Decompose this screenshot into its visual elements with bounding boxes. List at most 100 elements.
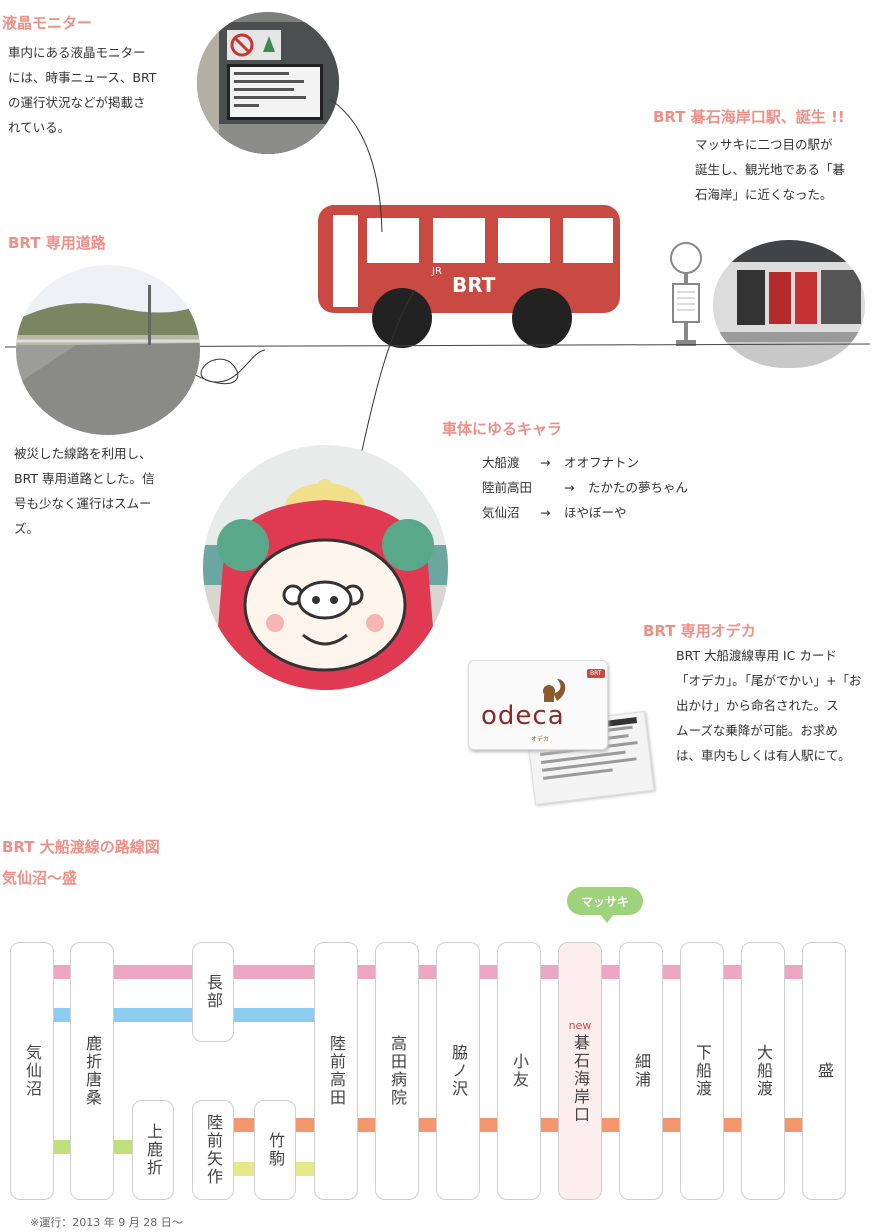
bubble-tail bbox=[600, 914, 614, 923]
new-station-line: 誕生し、観光地である「碁 bbox=[695, 162, 845, 177]
odeca-line: ムーズな乗降が可能。お求め bbox=[676, 723, 838, 738]
lcd-heading: 液晶モニター bbox=[2, 14, 93, 32]
station-illustration bbox=[713, 240, 865, 368]
station-label: 気仙沼 bbox=[23, 1044, 42, 1098]
station-takatabyoin[interactable]: 高田病院 bbox=[375, 942, 419, 1200]
odeca-description: BRT 大船渡線専用 IC カード 「オデカ」。「尾がでかい」+「お 出かけ」か… bbox=[676, 643, 871, 768]
arrow-icon: → bbox=[540, 455, 551, 470]
road-connector-line bbox=[189, 349, 266, 385]
station-osabe[interactable]: 長部 bbox=[192, 942, 234, 1042]
road-line-text: 号も少なく運行はスムー bbox=[14, 496, 152, 511]
bus-jr-label: JR bbox=[432, 266, 442, 277]
card-sub-label: オデカ bbox=[531, 736, 550, 743]
station-wakinosawa[interactable]: 脇ノ沢 bbox=[436, 942, 480, 1200]
road-illustration bbox=[16, 265, 200, 435]
chara-place: 気仙沼 bbox=[482, 505, 520, 520]
odeca-line: 「オデカ」。「尾がでかい」+「お bbox=[676, 673, 862, 688]
station-photo bbox=[713, 240, 865, 368]
new-station-description: マッサキに二つ目の駅が 誕生し、観光地である「碁 石海岸」に近くなった。 bbox=[695, 132, 865, 207]
station-label: 細浦 bbox=[632, 1053, 651, 1089]
chara-heading: 車体にゆるキャラ bbox=[442, 420, 563, 438]
station-kamishishiori[interactable]: 上鹿折 bbox=[132, 1100, 174, 1200]
road-line-text: BRT 専用道路とした。信 bbox=[14, 471, 155, 486]
lcd-line: の運行状況などが掲載さ bbox=[8, 95, 146, 110]
bus-illustration bbox=[318, 205, 620, 348]
chara-name: たかたの夢ちゃん bbox=[588, 480, 689, 495]
lcd-line: には、時事ニュース、BRT bbox=[8, 70, 157, 85]
bus-brt-label: BRT bbox=[452, 273, 496, 297]
station-rikuzentakata[interactable]: 陸前高田 bbox=[314, 942, 358, 1200]
bus-window bbox=[563, 218, 613, 263]
odeca-heading: BRT 専用オデカ bbox=[643, 622, 756, 640]
road-line-text: 被災した線路を利用し、 bbox=[14, 446, 152, 461]
road-line-text: ズ。 bbox=[14, 521, 40, 536]
bus-door bbox=[333, 215, 358, 307]
road-description: 被災した線路を利用し、 BRT 専用道路とした。信 号も少なく運行はスムー ズ。 bbox=[14, 441, 194, 541]
new-station-line: マッサキに二つ目の駅が bbox=[695, 137, 833, 152]
route-line-blue bbox=[52, 1008, 314, 1022]
odeca-line: BRT 大船渡線専用 IC カード bbox=[676, 648, 837, 663]
bus-window bbox=[498, 218, 550, 263]
map-title: BRT 大船渡線の路線図 bbox=[2, 838, 160, 856]
station-label: 陸前高田 bbox=[327, 1035, 346, 1107]
bus-wheel bbox=[512, 288, 572, 348]
arrow-icon: → bbox=[540, 505, 551, 520]
character-illustration bbox=[203, 445, 448, 690]
new-station-heading: BRT 碁石海岸口駅、誕生 !! bbox=[653, 108, 845, 126]
station-label: 下船渡 bbox=[693, 1044, 712, 1098]
operation-note: ※運行：2013 年 9 月 28 日〜 bbox=[30, 1216, 183, 1229]
bus-window bbox=[367, 218, 419, 263]
bus-stop-sign-icon bbox=[670, 242, 702, 346]
station-goishikaiganguchi[interactable]: new 碁石海岸口 bbox=[558, 942, 602, 1200]
chara-item: 気仙沼 → ほやぼーや bbox=[482, 500, 688, 525]
map-subtitle: 気仙沼～盛 bbox=[2, 869, 78, 887]
station-otomo[interactable]: 小友 bbox=[497, 942, 541, 1200]
station-hosoura[interactable]: 細浦 bbox=[619, 942, 663, 1200]
station-label: 上鹿折 bbox=[144, 1123, 163, 1177]
station-label: 大船渡 bbox=[754, 1044, 773, 1098]
bus-window bbox=[433, 218, 485, 263]
bus-wheel bbox=[372, 288, 432, 348]
station-label: 高田病院 bbox=[388, 1035, 407, 1107]
chara-item: 大船渡 → オオフナトン bbox=[482, 450, 688, 475]
station-takekoma[interactable]: 竹駒 bbox=[254, 1100, 296, 1200]
odeca-line: 出かけ」から命名された。ス bbox=[676, 698, 839, 713]
station-label: 鹿折唐桑 bbox=[83, 1035, 102, 1107]
chara-place: 陸前高田 bbox=[482, 480, 533, 495]
odeca-card: BRT odeca オデカ bbox=[468, 660, 608, 750]
arrow-icon: → bbox=[564, 480, 575, 495]
station-rikuzenyahagi[interactable]: 陸前矢作 bbox=[192, 1100, 234, 1200]
character-photo bbox=[203, 445, 448, 690]
station-kesennuma[interactable]: 気仙沼 bbox=[10, 942, 54, 1200]
road-photo bbox=[16, 265, 200, 435]
card-logo: odeca bbox=[481, 701, 565, 731]
station-label: 盛 bbox=[815, 1062, 834, 1080]
squirrel-icon bbox=[543, 679, 566, 702]
station-ofunato[interactable]: 大船渡 bbox=[741, 942, 785, 1200]
odeca-line: は、車内もしくは有人駅にて。 bbox=[676, 748, 851, 763]
station-label: 脇ノ沢 bbox=[449, 1044, 468, 1098]
chara-connector-line bbox=[359, 289, 416, 461]
station-sakari[interactable]: 盛 bbox=[802, 942, 846, 1200]
chara-name: オオフナトン bbox=[564, 455, 640, 470]
lcd-line: 車内にある液晶モニター bbox=[8, 45, 146, 60]
lcd-description: 車内にある液晶モニター には、時事ニュース、BRT の運行状況などが掲載さ れて… bbox=[8, 40, 178, 140]
lcd-connector-line bbox=[330, 99, 383, 233]
station-label: 陸前矢作 bbox=[204, 1114, 223, 1186]
station-label: 小友 bbox=[510, 1053, 529, 1089]
station-shimofunato[interactable]: 下船渡 bbox=[680, 942, 724, 1200]
station-label: 長部 bbox=[204, 974, 223, 1010]
masaki-bubble: マッサキ bbox=[567, 887, 643, 915]
card-brt-badge: BRT bbox=[587, 669, 605, 678]
new-badge: new bbox=[568, 1018, 592, 1032]
chara-list: 大船渡 → オオフナトン 陸前高田 → たかたの夢ちゃん 気仙沼 → ほやぼーや bbox=[482, 450, 688, 525]
chara-item: 陸前高田 → たかたの夢ちゃん bbox=[482, 475, 688, 500]
station-shishiorikarakuwa[interactable]: 鹿折唐桑 bbox=[70, 942, 114, 1200]
station-label: 竹駒 bbox=[266, 1132, 285, 1168]
chara-place: 大船渡 bbox=[482, 455, 520, 470]
new-station-line: 石海岸」に近くなった。 bbox=[695, 187, 833, 202]
chara-name: ほやぼーや bbox=[564, 505, 627, 520]
lcd-line: れている。 bbox=[8, 120, 71, 135]
station-label: 碁石海岸口 bbox=[571, 1033, 590, 1124]
road-heading: BRT 専用道路 bbox=[8, 234, 106, 252]
